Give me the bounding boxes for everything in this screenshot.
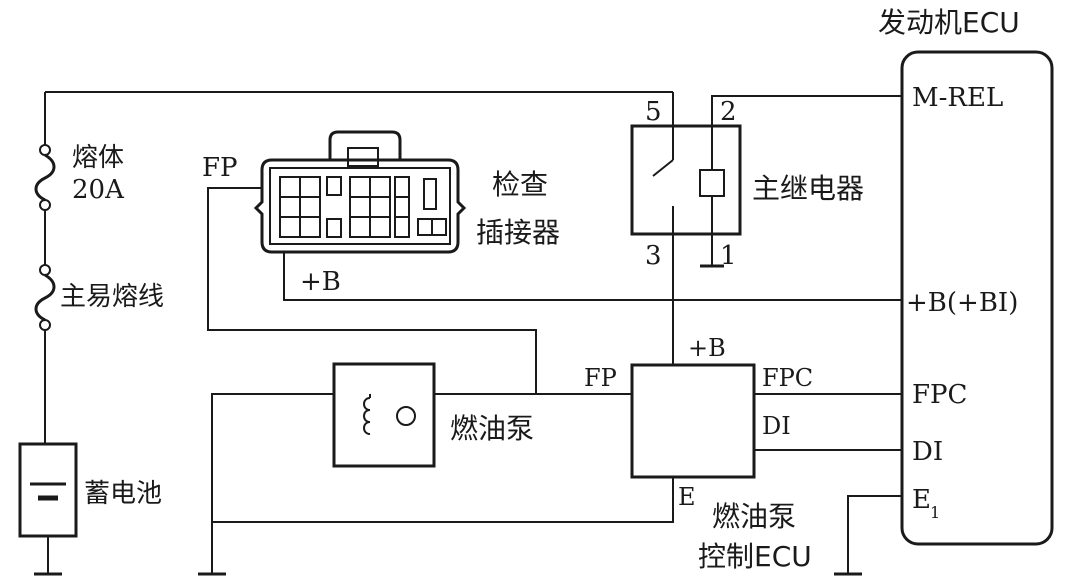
fuse-rating: 20A <box>72 175 125 205</box>
pump-ecu-label-1: 燃油泵 <box>712 500 796 533</box>
pump-ecu-pin-fpc: FPC <box>762 364 813 392</box>
pump-ecu-box <box>630 363 756 479</box>
ecu-pin-e1-subscript: 1 <box>930 503 940 522</box>
ecu-pin-fpc: FPC <box>912 380 967 410</box>
check-connector-label-1: 检查 <box>492 168 548 201</box>
wire-e1-ground <box>847 495 902 574</box>
relay-pin-2: 2 <box>720 97 737 127</box>
check-connector-fp-label: FP <box>202 153 238 183</box>
fusible-link-label: 主易熔线 <box>60 282 164 312</box>
pump-ecu-pin-e: E <box>678 483 696 511</box>
ecu-pin-e1: E <box>912 485 931 515</box>
wire-fp <box>207 187 632 395</box>
main-relay-label: 主继电器 <box>752 172 864 205</box>
battery-label: 蓄电池 <box>84 479 162 509</box>
wire-pump-ecu-ground <box>212 477 674 523</box>
ecu-pin-mrel: M-REL <box>912 83 1003 113</box>
relay-pin-1: 1 <box>720 241 737 271</box>
relay-pin2-wire <box>711 95 902 170</box>
fuse-label: 熔体 <box>72 143 124 173</box>
battery-symbol <box>18 442 78 576</box>
pump-ecu-pin-di: DI <box>762 412 791 440</box>
pump-ecu-label-2: 控制ECU <box>698 540 812 573</box>
relay-coil <box>699 169 725 197</box>
engine-ecu-title: 发动机ECU <box>878 6 1020 39</box>
pump-ecu-pin-fp: FP <box>584 364 617 392</box>
fuel-pump-motor-symbol <box>363 394 416 435</box>
ecu-pin-di: DI <box>912 437 943 467</box>
relay-switch-contact <box>652 159 674 177</box>
wire-pump-ground <box>211 393 334 574</box>
fuel-pump-label: 燃油泵 <box>450 412 534 445</box>
engine-ecu-box <box>900 50 1054 546</box>
check-connector-label-2: 插接器 <box>476 216 560 249</box>
pump-ecu-pin-bplus: +B <box>688 334 726 362</box>
wire-bplus-bus <box>283 252 902 301</box>
fuel-pump-box <box>332 362 436 468</box>
check-connector-bplus-label: +B <box>300 267 341 297</box>
relay-pin-3: 3 <box>645 241 662 271</box>
fusible-link-symbol <box>34 264 56 331</box>
relay-pin-5: 5 <box>645 97 662 127</box>
check-connector-symbol <box>253 130 467 254</box>
fuse-symbol <box>34 144 56 211</box>
main-relay-box <box>630 124 742 236</box>
ecu-pin-bplus: +B(+BI) <box>906 288 1018 318</box>
